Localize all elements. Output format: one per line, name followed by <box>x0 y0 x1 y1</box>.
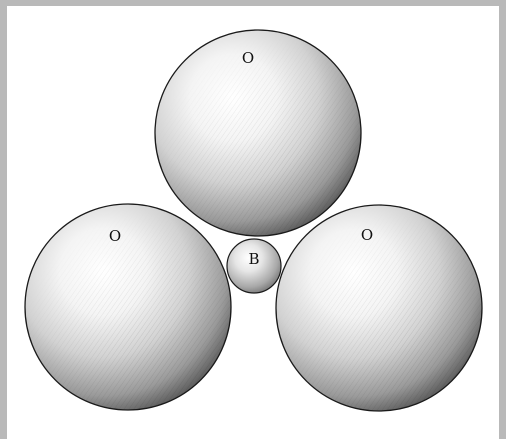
sphere-left: O <box>25 204 231 410</box>
sphere-center-label: B <box>248 250 259 268</box>
sphere-top-label: O <box>242 49 254 67</box>
sphere-left-label: O <box>109 227 121 245</box>
sphere-right-label: O <box>361 226 373 244</box>
sphere-right: O <box>276 205 482 411</box>
sphere-top: O <box>155 30 361 236</box>
sphere-center: B <box>227 239 281 293</box>
